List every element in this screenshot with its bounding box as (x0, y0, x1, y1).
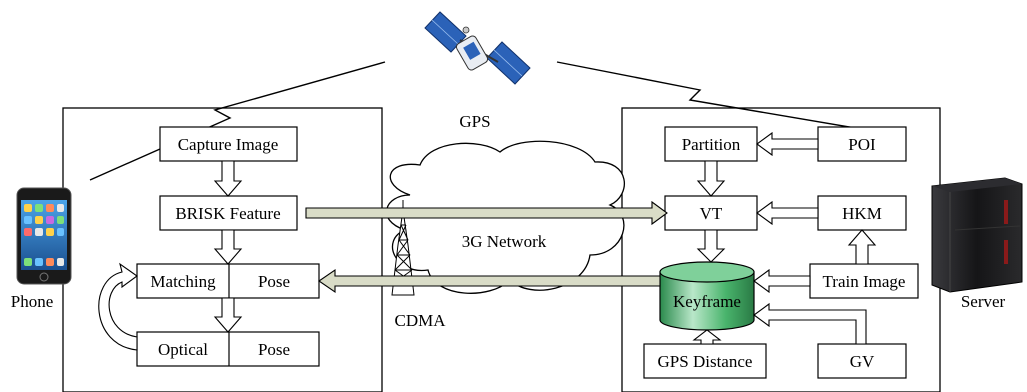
arrow-hkm-to-vt (756, 200, 819, 226)
keyframe-database-icon: Keyframe (659, 261, 755, 331)
arrow-vt-to-keyframe (696, 229, 726, 263)
svg-text:Pose: Pose (258, 272, 290, 291)
capture-image-block: Capture Image (159, 126, 298, 162)
server-icon (931, 177, 1023, 293)
matching-pose-block: Matching Pose (136, 263, 320, 299)
poi-block: POI (817, 126, 907, 162)
partition-block: Partition (664, 126, 758, 162)
network-label: 3G Network (462, 232, 547, 251)
arrow-brisk-to-vt (305, 200, 668, 226)
svg-text:POI: POI (848, 135, 876, 154)
svg-text:BRISK Feature: BRISK Feature (175, 204, 280, 223)
svg-text:Capture Image: Capture Image (178, 135, 279, 154)
server-label: Server (961, 292, 1006, 311)
svg-text:Optical: Optical (158, 340, 208, 359)
vt-block: VT (664, 195, 758, 231)
keyframe-label: Keyframe (673, 292, 741, 311)
phone-icon (16, 187, 72, 285)
phone-label: Phone (11, 292, 54, 311)
gv-block: GV (817, 343, 907, 379)
brisk-feature-block: BRISK Feature (159, 195, 298, 231)
cdma-label: CDMA (394, 311, 446, 330)
arrow-capture-to-brisk (213, 160, 243, 197)
arrow-poi-to-partition (756, 131, 819, 157)
gps-link-phone (89, 61, 386, 181)
arrow-partition-to-vt (696, 160, 726, 197)
arrow-gv-to-keyframe (753, 302, 867, 345)
svg-text:Matching: Matching (150, 272, 216, 291)
svg-text:Pose: Pose (258, 340, 290, 359)
arrow-keyframe-to-pose (318, 268, 661, 294)
arrow-brisk-to-matching (213, 229, 243, 265)
svg-text:VT: VT (700, 204, 723, 223)
train-image-block: Train Image (809, 263, 919, 299)
svg-text:Train Image: Train Image (823, 272, 906, 291)
gps-label: GPS (459, 112, 490, 131)
svg-text:Partition: Partition (682, 135, 741, 154)
hkm-block: HKM (817, 195, 907, 231)
arrow-matching-to-optical (213, 297, 243, 333)
svg-text:HKM: HKM (842, 204, 882, 223)
svg-text:GV: GV (850, 352, 875, 371)
gps-link-server (556, 61, 856, 129)
svg-text:GPS Distance: GPS Distance (658, 352, 753, 371)
gps-distance-block: GPS Distance (643, 343, 767, 379)
arrow-gpsdistance-to-keyframe (692, 329, 722, 345)
arrow-train-to-keyframe (753, 268, 811, 294)
gps-satellite-icon (424, 11, 531, 85)
arrow-train-to-hkm (847, 229, 877, 265)
loop-arrow-optical-to-matching (98, 262, 138, 351)
optical-pose-block: Optical Pose (136, 331, 320, 367)
